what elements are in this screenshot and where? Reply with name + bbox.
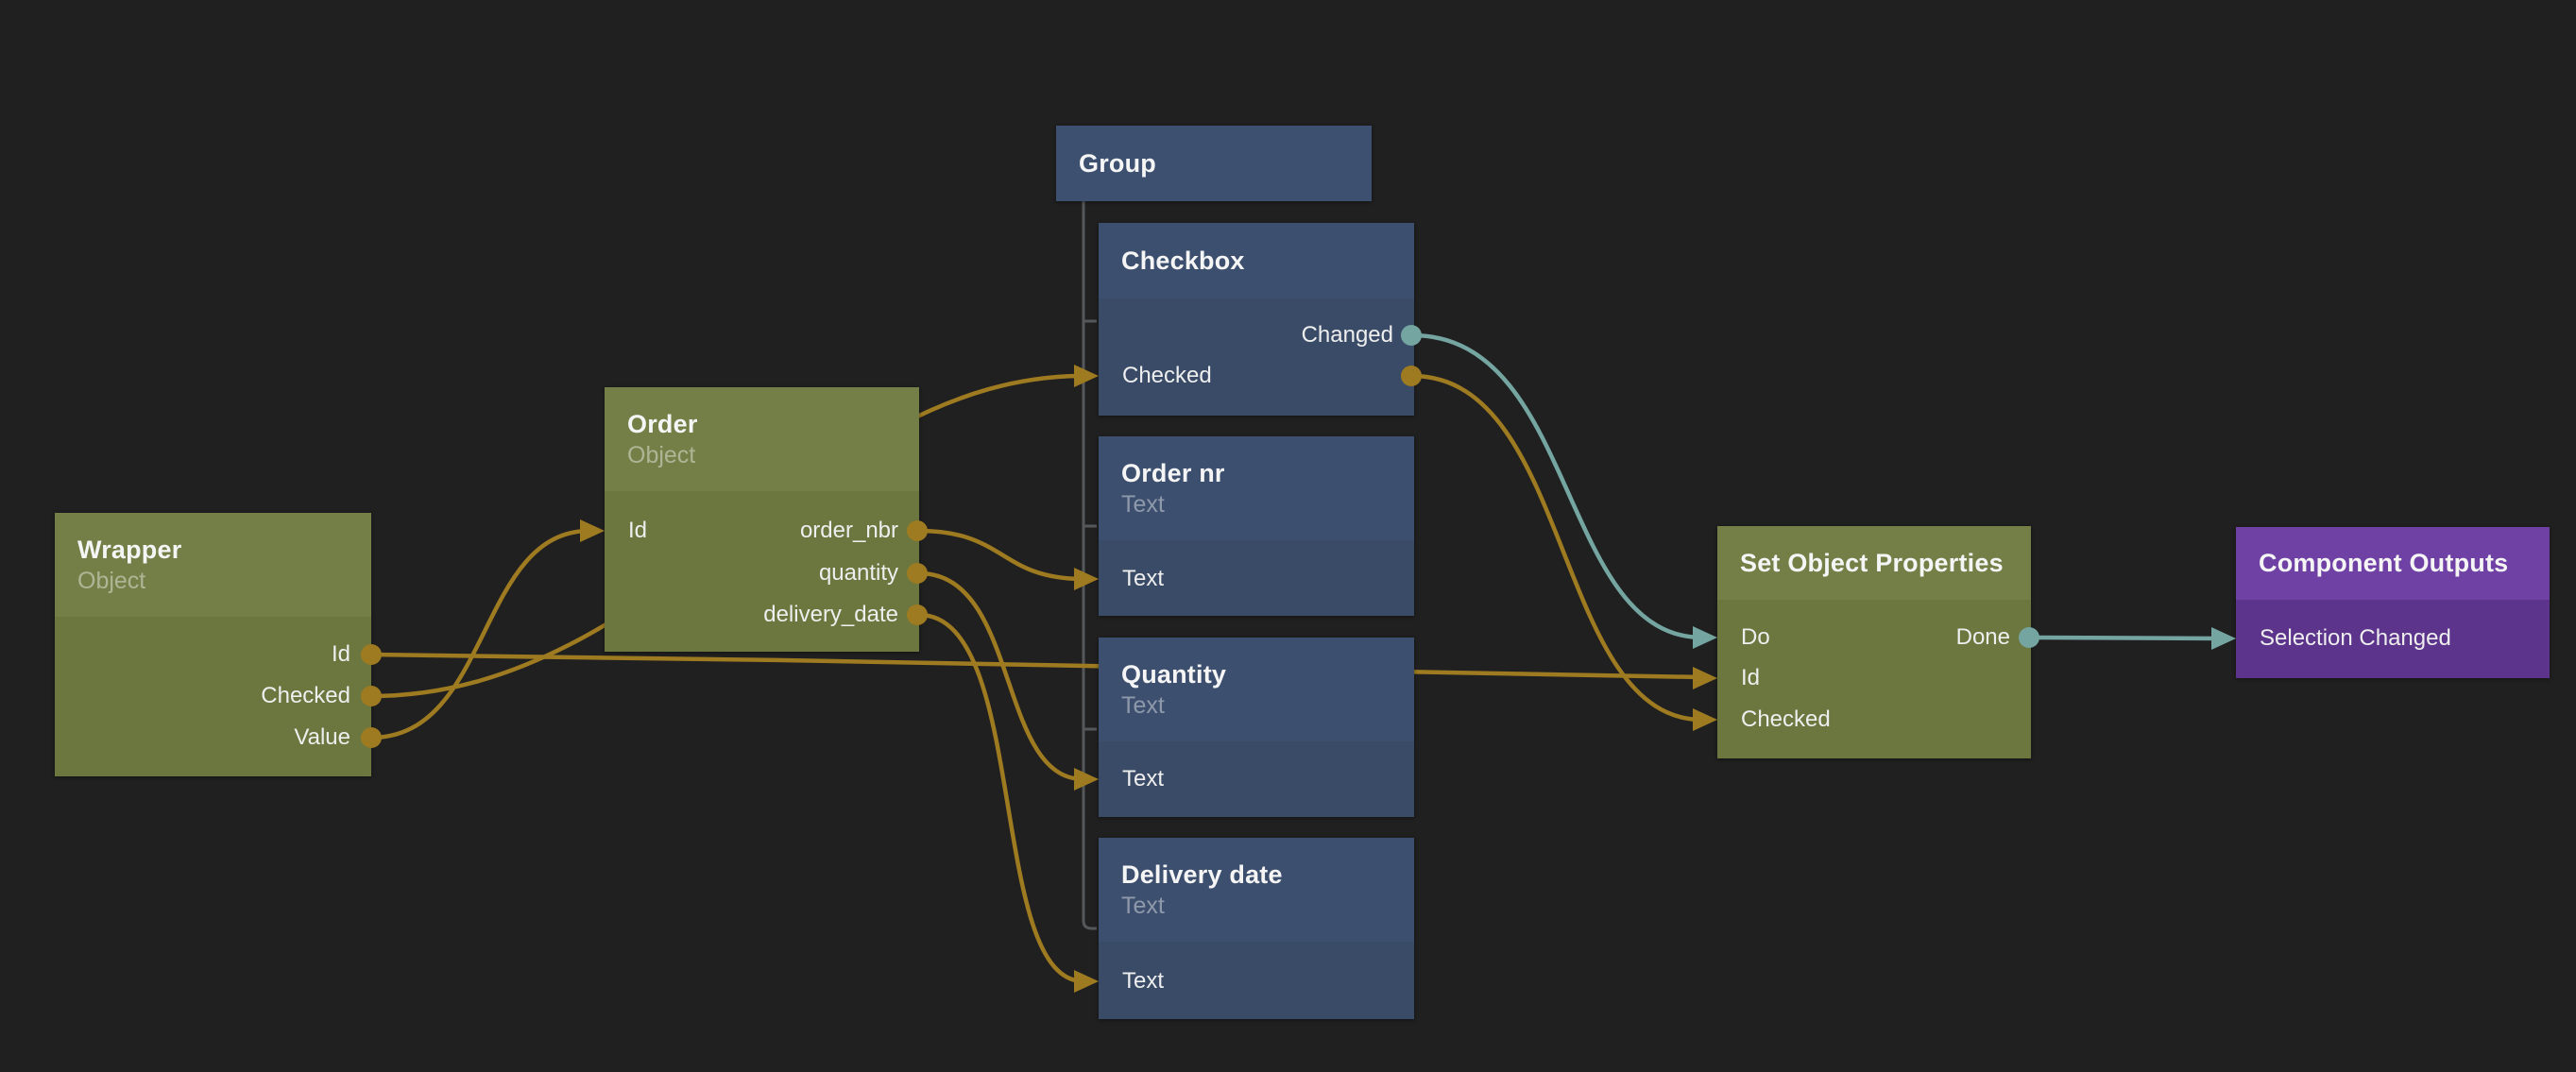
node-quantity[interactable]: Quantity Text Text [1099, 638, 1414, 817]
output-dot-wrapper-checked[interactable] [361, 686, 382, 706]
node-order-header: Order Object [605, 387, 919, 491]
output-dot-wrapper-value[interactable] [361, 727, 382, 748]
port-sop-do[interactable]: Do [1741, 624, 1770, 650]
node-subtitle: Object [627, 442, 696, 468]
output-dot-sop-done[interactable] [2019, 627, 2039, 648]
node-title: Set Object Properties [1740, 548, 2004, 577]
node-title: Quantity [1121, 660, 1227, 689]
wire-wrapper-id-to-sop-id[interactable] [370, 652, 1703, 680]
node-order-nr[interactable]: Order nr Text Text [1099, 436, 1414, 616]
node-wrapper-header: Wrapper Object [55, 513, 371, 617]
node-quantity-header: Quantity Text [1099, 638, 1414, 741]
input-arrow-co-selection-changed[interactable] [2211, 627, 2236, 650]
node-group[interactable]: Group [1056, 126, 1372, 201]
port-deliverydate-text[interactable]: Text [1122, 968, 1165, 994]
wire-checkbox-changed-to-sop-do[interactable] [1411, 332, 1703, 640]
port-ordernr-text[interactable]: Text [1122, 566, 1165, 591]
output-dot-order-deliverydate[interactable] [907, 604, 928, 625]
input-arrow-checkbox-checked[interactable] [1074, 365, 1099, 387]
node-title: Delivery date [1121, 860, 1283, 889]
node-title: Group [1079, 148, 1156, 178]
wire-order-quantity-to-quantity-text[interactable] [918, 570, 1084, 782]
node-component-outputs[interactable]: Component Outputs Selection Changed [2236, 527, 2550, 678]
node-subtitle: Text [1121, 692, 1165, 719]
node-title: Wrapper [77, 536, 182, 564]
node-order[interactable]: Order Object Id order_nbr quantity deliv… [605, 387, 919, 652]
node-wrapper[interactable]: Wrapper Object Id Checked Value [55, 513, 371, 776]
node-title: Component Outputs [2259, 549, 2509, 577]
output-dot-order-ordernbr[interactable] [907, 520, 928, 541]
port-order-ordernbr[interactable]: order_nbr [799, 518, 898, 543]
output-dot-wrapper-id[interactable] [361, 644, 382, 665]
input-arrow-sop-do[interactable] [1693, 626, 1717, 649]
node-sop-header: Set Object Properties [1717, 526, 2031, 600]
port-quantity-text[interactable]: Text [1122, 766, 1165, 791]
port-checkbox-checked[interactable]: Checked [1122, 363, 1212, 388]
input-arrow-deliverydate-text[interactable] [1074, 970, 1099, 993]
port-order-id[interactable]: Id [628, 518, 648, 543]
node-title: Checkbox [1121, 246, 1245, 275]
port-wrapper-id[interactable]: Id [331, 641, 350, 667]
node-title: Order nr [1121, 459, 1225, 487]
input-arrow-quantity-text[interactable] [1074, 768, 1099, 791]
wire-order-ordernbr-to-ordernr-text[interactable] [918, 528, 1084, 582]
wire-checkbox-checked-to-sop-checked[interactable] [1411, 373, 1703, 723]
node-order-nr-header: Order nr Text [1099, 436, 1414, 540]
input-arrow-sop-id[interactable] [1693, 667, 1717, 689]
node-delivery-date-header: Delivery date Text [1099, 838, 1414, 942]
wire-order-deliverydate-to-deliverydate-text[interactable] [918, 612, 1084, 984]
node-subtitle: Object [77, 568, 146, 594]
port-co-selection-changed[interactable]: Selection Changed [2260, 625, 2451, 651]
node-delivery-date[interactable]: Delivery date Text Text [1099, 838, 1414, 1019]
node-subtitle: Text [1121, 893, 1165, 919]
node-checkbox[interactable]: Checkbox Changed Checked [1099, 223, 1414, 416]
port-order-quantity[interactable]: quantity [818, 560, 898, 586]
node-set-object-properties[interactable]: Set Object Properties Do Done Id Checked [1717, 526, 2031, 758]
input-arrow-ordernr-text[interactable] [1074, 568, 1099, 590]
output-dot-checkbox-checked[interactable] [1401, 366, 1422, 386]
port-wrapper-value[interactable]: Value [294, 724, 350, 750]
node-co-header: Component Outputs [2236, 527, 2550, 600]
output-dot-order-quantity[interactable] [907, 563, 928, 584]
node-subtitle: Text [1121, 491, 1165, 518]
port-wrapper-checked[interactable]: Checked [261, 683, 350, 708]
port-sop-id[interactable]: Id [1741, 665, 1761, 690]
port-order-deliverydate[interactable]: delivery_date [763, 602, 898, 627]
input-arrow-order-id[interactable] [580, 519, 605, 542]
wire-wrapper-value-to-order-id[interactable] [370, 528, 590, 740]
port-checkbox-changed[interactable]: Changed [1301, 322, 1393, 348]
node-title: Order [627, 410, 698, 438]
output-dot-checkbox-changed[interactable] [1401, 325, 1422, 346]
input-arrow-sop-checked[interactable] [1693, 708, 1717, 731]
port-sop-done[interactable]: Done [1955, 624, 2010, 650]
group-tree-line [1082, 201, 1097, 930]
node-checkbox-header: Checkbox [1099, 223, 1414, 298]
port-sop-checked[interactable]: Checked [1741, 706, 1831, 732]
